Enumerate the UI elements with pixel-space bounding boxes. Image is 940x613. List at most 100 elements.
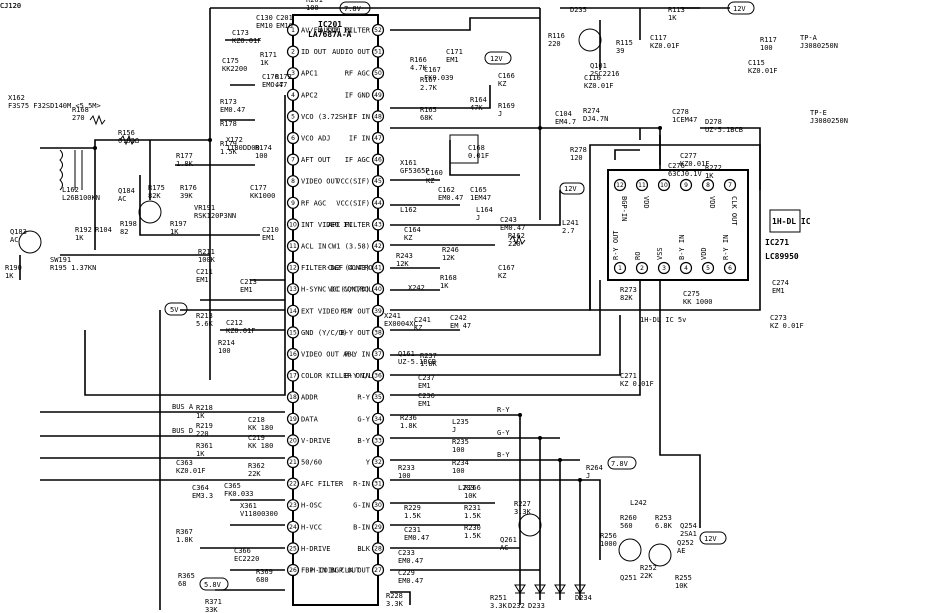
component-ref: R115 — [616, 39, 633, 47]
component-value: KZ 0.01F — [620, 380, 654, 388]
ic201-pin-label: B-Y OUT — [340, 329, 370, 337]
component-value: 1K — [705, 172, 714, 180]
component-value: 1.8K — [176, 536, 194, 544]
component-value: 1K — [440, 282, 449, 290]
ic201-pin-label: B-Y IN — [345, 372, 370, 380]
ic201-pin-6 — [286, 131, 300, 145]
component-ref: R230 — [464, 524, 481, 532]
component-value: 1.5K — [220, 148, 238, 156]
ic201-pin-number: 12 — [289, 265, 297, 272]
component-d235: D235 — [570, 6, 587, 14]
component-value: 3.3K — [514, 508, 532, 516]
component-value: 47K — [470, 104, 483, 112]
ic201-pin-43 — [371, 218, 385, 231]
component-value: 82K — [148, 192, 161, 200]
ic201-pin-number: 7 — [291, 157, 295, 164]
component-ref: R168 — [440, 274, 457, 282]
ic201-pin-label: ADDR — [301, 394, 319, 402]
component-value: KZ 0.01F — [770, 322, 804, 330]
ic201-pin-3 — [286, 67, 300, 80]
component-ref: R361 — [196, 442, 213, 450]
component-ref: L233 — [458, 484, 475, 492]
component-value: J — [498, 110, 502, 118]
component-ref: L162 — [400, 206, 417, 214]
component-value: J — [452, 426, 456, 434]
ic271-pin-number: 2 — [640, 265, 644, 272]
ic201-pin-label: H-VCC — [301, 523, 322, 531]
component-value: 1.5K — [464, 532, 482, 540]
component-ref: R243 — [396, 252, 413, 260]
ic201-pin-label: V-DRIVE — [301, 437, 331, 445]
ic201-pin-number: 23 — [289, 502, 297, 509]
ic201-pin-25 — [286, 542, 300, 555]
component-ref: R214 — [218, 339, 235, 347]
ic201-pin-label: H-DRIVE — [301, 545, 331, 553]
ic201-pin-label: B-Y — [357, 437, 370, 445]
component-ref: C177 — [250, 184, 267, 192]
component-value: EMO.47 — [262, 81, 287, 89]
ic201-pin-label: VCC(SIF) — [336, 199, 370, 207]
component-value: 68K — [420, 114, 433, 122]
ic201-pin-label: VIDEO OUT — [301, 178, 340, 186]
ic201-pin-31 — [371, 477, 385, 490]
ic201-pin-52 — [371, 23, 385, 37]
component-ref: R365 — [178, 572, 195, 580]
component-ref: C219 — [248, 434, 265, 442]
component-value: 1K — [5, 272, 14, 280]
ic201-pin-41 — [371, 261, 385, 274]
ic201-pin-40 — [371, 283, 385, 296]
component-value: 1K — [170, 228, 179, 236]
component-ref: Q261 — [500, 536, 517, 544]
ic271-pin-label: BGP-IN — [620, 196, 628, 221]
component-ref: C167 — [424, 66, 441, 74]
component-ref: C365 — [224, 482, 241, 490]
ic201-pin-label: 50/60 — [301, 459, 322, 467]
component-ref: C273 — [770, 314, 787, 322]
component-symbols — [18, 28, 672, 594]
component-value: KZ — [404, 234, 412, 242]
component-value: 1K — [196, 450, 205, 458]
component-ref: Q251 — [620, 574, 637, 582]
component-ref: R162 — [508, 232, 525, 240]
component-value: FK0.033 — [224, 490, 254, 498]
ic271-pin-3 — [657, 261, 671, 275]
ic271-pin-number: 10 — [660, 182, 668, 189]
component-ref: R235 — [452, 438, 469, 446]
ic271-pin-number: 3 — [662, 265, 666, 272]
component-ref: Q101 — [590, 62, 607, 70]
ic271-pin-label: B-Y IN — [678, 235, 686, 260]
component-ref: C160 — [426, 169, 443, 177]
component-ref: C218 — [248, 416, 265, 424]
ic271-pin-label: VDD — [700, 247, 708, 260]
ic201-pin-label: ACL IN — [301, 243, 326, 251]
voltage-tag-7v8-mid: 7.8V — [607, 456, 637, 470]
ic201-pin-label: BLK — [357, 545, 370, 553]
ic201-pin-28 — [371, 542, 385, 555]
component-ref: C167 — [498, 264, 515, 272]
component-ref: C236b — [0, 0, 21, 2]
component-ref: C176 — [262, 73, 279, 81]
ic201-pin-label: GND (Y/C/D) — [301, 329, 347, 337]
